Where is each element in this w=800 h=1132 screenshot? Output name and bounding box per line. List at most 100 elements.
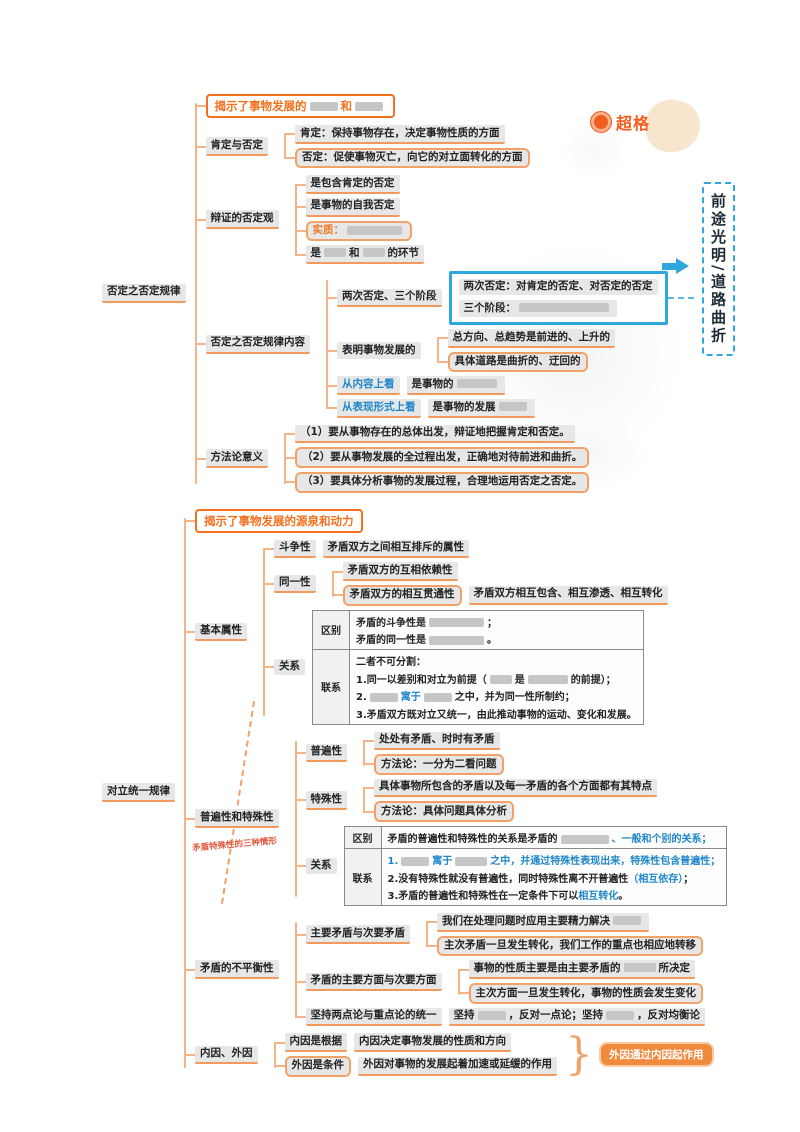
- label-from-content: 从内容上看: [337, 376, 400, 396]
- branch-development-shows: 表明事物发展的 总方向、总趋势是前进的、上升的 具体道路是曲折的、迂回的: [326, 329, 668, 373]
- methodology-1: （1）要从事物存在的总体出发，辩证地把握肯定和否定。: [295, 424, 575, 444]
- three-stages-label: 三个阶段：: [463, 301, 517, 314]
- jb-connection-0: 二者不可分割：: [356, 657, 426, 669]
- branch-affirm-negate: 肯定与否定 肯定：保持事物存在，决定事物性质的方面 否定：促使事物灭亡，向它的对…: [194, 125, 668, 169]
- branch-imbalance: 矛盾的不平衡性 主要矛盾与次要矛盾 我们在处理问题时应用主要精力解决 主次矛盾一…: [183, 913, 727, 1027]
- label-basic-attributes: 基本属性: [195, 622, 247, 642]
- label-law-content: 否定之否定规律内容: [205, 334, 310, 354]
- side-note-vertical: 前途光明/道路曲折: [702, 182, 735, 357]
- pt-distinction-head: 区别: [344, 827, 382, 849]
- jb-connection-2: 2.寓于之中，并为同一性所制约；: [356, 692, 575, 704]
- pt-connection-3: 3.矛盾的普遍性和特殊性在一定条件下可以相互转化。: [387, 891, 629, 903]
- label-two-negations: 两次否定、三个阶段: [337, 288, 442, 308]
- aspect-l2: 主次方面一旦发生转化，事物的性质会发生变化: [468, 983, 703, 1004]
- branch-from-form: 从表现形式上看 是事物的发展: [326, 399, 668, 418]
- blank: [489, 675, 512, 685]
- negate-def: 否定：促使事物灭亡，向它的对立面转化的方面: [295, 147, 530, 169]
- s2-header-row: 揭示了事物发展的源泉和动力: [183, 508, 727, 533]
- pt-connection-head: 联系: [344, 849, 382, 906]
- dialectic-r1: 是包含肯定的否定: [305, 175, 400, 194]
- brand-logo: 超格: [590, 110, 650, 134]
- pt-connection-1: 1.寓于之中，并通过特殊性表现出来，特殊性包含普遍性；: [387, 856, 721, 868]
- blank: [429, 635, 484, 645]
- blank: [347, 225, 402, 235]
- branch-principal-aspect: 矛盾的主要方面与次要方面 事物的性质主要是由主要矛盾的所决定 主次方面一旦发生转…: [294, 960, 706, 1004]
- jb-connection-1: 1.同一以差别和对立为前提（是的前提）；: [356, 674, 616, 686]
- root-unity-opposites: 对立统一规律: [102, 783, 175, 802]
- label-particularity: 特殊性: [305, 791, 347, 810]
- from-content-text: 是事物的: [406, 376, 505, 396]
- methodology-3: （3）要具体分析事物的发展过程，合理地运用否定之否定。: [295, 471, 590, 493]
- identity-dependence: 矛盾双方的互相依赖性: [342, 562, 458, 581]
- link-c: 的环节: [387, 246, 420, 259]
- jb-connection-head: 联系: [313, 650, 350, 724]
- jb-distinction-head: 区别: [313, 610, 350, 650]
- section-unity-opposites: 对立统一规律 揭示了事物发展的源泉和动力 基本属性 斗争性 矛盾双方之间相互排斥…: [102, 508, 800, 1077]
- root-negation-law: 否定之否定规律: [102, 283, 186, 303]
- label-external: 外因是条件: [284, 1055, 351, 1077]
- struggle-def: 矛盾双方之间相互排斥的属性: [322, 539, 469, 559]
- s1-header-text-a: 揭示了事物发展的: [214, 99, 307, 113]
- link-b: 和: [349, 246, 360, 259]
- universality-method: 方法论：一分为二看问题: [374, 754, 504, 775]
- blank: [456, 379, 497, 389]
- label-principal-aspect: 矛盾的主要方面与次要方面: [305, 972, 442, 992]
- label-struggle: 斗争性: [274, 539, 316, 559]
- principal-l1: 我们在处理问题时应用主要精力解决: [437, 913, 649, 932]
- s1-header-text-b: 和: [340, 99, 353, 113]
- universality-def: 处处有矛盾、时时有矛盾: [374, 731, 500, 751]
- trend-forward: 总方向、总趋势是前进的、上升的: [447, 329, 615, 348]
- dialectic-r2: 是事物的自我否定: [305, 197, 400, 217]
- jb-distinction-2: 矛盾的同一性是。: [356, 635, 497, 647]
- jb-connection-3: 3.矛盾双方既对立又统一，由此推动事物的运动、变化和发展。: [356, 709, 637, 721]
- blank: [560, 834, 609, 844]
- label-universality: 普遍性: [305, 743, 347, 763]
- branch-two-points: 坚持两点论与重点论的统一 坚持，反对一点论；坚持，反对均衡论: [294, 1007, 705, 1027]
- label-imbalance: 矛盾的不平衡性: [195, 960, 279, 980]
- affirm-def: 肯定：保持事物存在，决定事物性质的方面: [295, 125, 505, 144]
- branch-law-content: 否定之否定规律内容 两次否定、三个阶段 两次否定：对肯定的否定、对否定的否定 三…: [194, 270, 668, 418]
- blank: [309, 102, 338, 111]
- logo-sticker: [646, 100, 700, 152]
- logo-icon: [590, 111, 612, 133]
- external-through-internal-pill: 外因通过内因起作用: [601, 1044, 712, 1066]
- blank: [362, 248, 385, 258]
- branch-particularity: 特殊性 具体事物所包含的矛盾以及每一矛盾的各个方面都有其特点 方法论：具体问题具…: [294, 778, 728, 823]
- identity-interpenetration: 矛盾双方的相互贯通性: [342, 584, 462, 606]
- label-principal-contradiction: 主要矛盾与次要矛盾: [305, 925, 410, 945]
- blank: [429, 618, 484, 628]
- branch-basic-attributes: 基本属性 斗争性 矛盾双方之间相互排斥的属性 同一性 矛盾双方的互相依赖性 矛盾…: [183, 539, 727, 725]
- blank: [498, 402, 527, 412]
- internal-def: 内因决定事物发展的性质和方向: [354, 1033, 511, 1052]
- pt-connection-2: 2.没有特殊性就没有普遍性，同时特殊性离不开普遍性（相互依存）；: [387, 873, 694, 885]
- branch-external: 外因是条件 外因对事物的发展起着加速或延缓的作用: [273, 1055, 557, 1077]
- blank: [455, 856, 488, 866]
- methodology-2: （2）要从事物发展的全过程出发，正确地对待前进和曲折。: [295, 447, 590, 468]
- branch-from-content: 从内容上看 是事物的: [326, 376, 668, 396]
- blank: [355, 102, 383, 111]
- section-negation-law: 否定之否定规律 揭示了事物发展的和 肯定与否定 肯定：保持事物存在，决定事物性质…: [102, 94, 800, 493]
- branch-dialectic-negation: 辩证的否定观 是包含肯定的否定 是事物的自我否定 实质： 是和的环节: [194, 175, 668, 264]
- logo-text: 超格: [616, 114, 651, 133]
- label-pt-relation: 关系: [305, 857, 337, 875]
- blank: [369, 692, 398, 702]
- label-jb-relation: 关系: [274, 658, 305, 676]
- from-content-frag: 是事物的: [411, 377, 454, 390]
- branch-struggle: 斗争性 矛盾双方之间相互排斥的属性: [263, 539, 668, 559]
- label-internal: 内因是根据: [284, 1033, 347, 1052]
- blank: [606, 1010, 634, 1020]
- label-from-form: 从表现形式上看: [337, 399, 421, 418]
- blank: [613, 916, 641, 926]
- from-form-frag: 是事物的发展: [432, 400, 496, 413]
- particularity-def: 具体事物所包含的矛盾以及每一矛盾的各个方面都有其特点: [374, 778, 657, 798]
- branch-two-negations: 两次否定、三个阶段 两次否定：对肯定的否定、对否定的否定 三个阶段：: [326, 270, 668, 326]
- branch-universality: 普遍性 处处有矛盾、时时有矛盾 方法论：一分为二看问题: [294, 731, 728, 775]
- branch-principal-contradiction: 主要矛盾与次要矛盾 我们在处理问题时应用主要精力解决 主次矛盾一旦发生转化，我们…: [294, 913, 706, 957]
- label-dialectic-negation: 辩证的否定观: [205, 210, 279, 229]
- two-negations-l2: 三个阶段：: [458, 300, 617, 318]
- pt-relation-table: 区别 矛盾的普遍性和特殊性的关系是矛盾的、一般和个别的关系； 联系 1.寓于之中…: [343, 826, 728, 907]
- branch-jb-relation: 关系 区别 矛盾的斗争性是； 矛盾的同一性是。: [263, 609, 668, 725]
- aspect-l1: 事物的性质主要是由主要矛盾的所决定: [468, 960, 695, 980]
- label-affirm-negate: 肯定与否定: [205, 137, 268, 156]
